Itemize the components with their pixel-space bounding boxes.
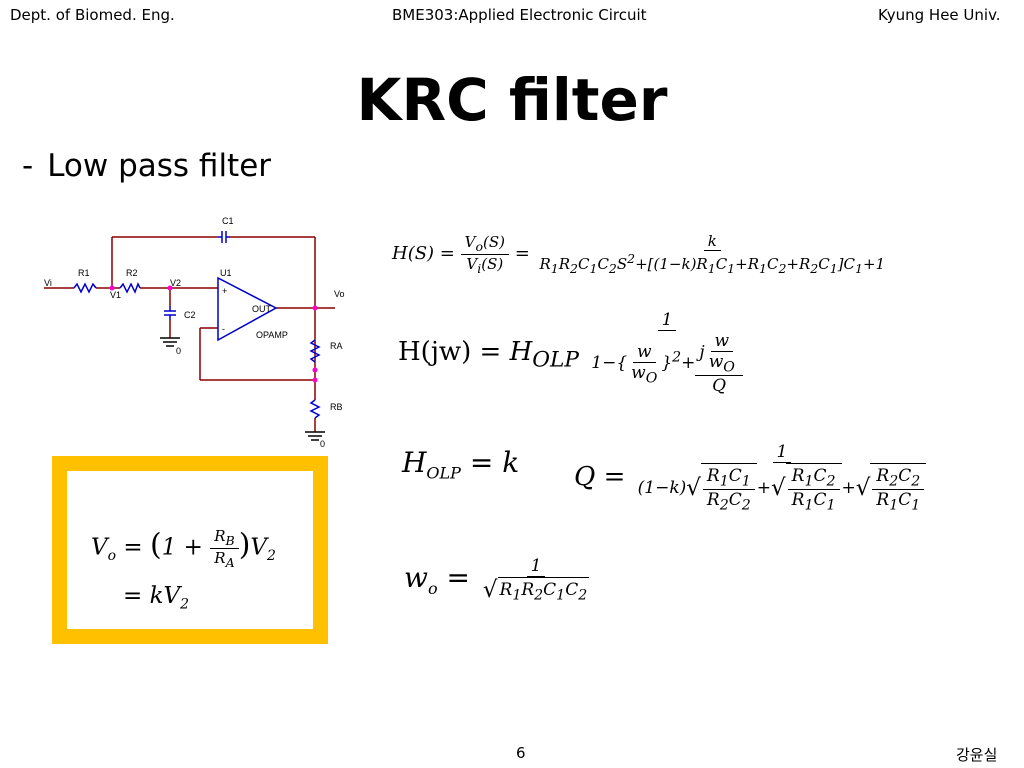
bullet-dash: - <box>22 148 34 184</box>
label-u1: U1 <box>220 268 232 278</box>
resistor-ra <box>309 339 321 363</box>
label-rb: RB <box>330 402 343 412</box>
label-c1: C1 <box>222 216 234 226</box>
label-r1: R1 <box>78 268 90 278</box>
page-number: 6 <box>516 744 526 762</box>
equation-holp: HOLP = k <box>402 446 520 483</box>
label-r2: R2 <box>126 268 138 278</box>
resistor-r1 <box>73 282 97 294</box>
label-ra: RA <box>330 341 343 351</box>
equation-wo: wo = 1√R1R2C1C2 <box>404 556 590 604</box>
label-plus: + <box>222 286 227 296</box>
label-opamp: OPAMP <box>256 330 288 340</box>
bullet-text: Low pass filter <box>47 148 272 184</box>
resistor-rb <box>309 399 321 419</box>
header-university: Kyung Hee Univ. <box>878 6 1001 24</box>
footer-author: 강윤실 <box>956 746 998 764</box>
label-minus: - <box>222 324 225 334</box>
circuit-wires <box>44 236 335 432</box>
opamp-triangle <box>217 276 278 342</box>
label-ground-2: 0 <box>320 439 325 449</box>
circuit-nodes <box>109 285 318 383</box>
circuit-components <box>73 231 321 419</box>
label-v1: V1 <box>110 290 121 300</box>
ground-symbols <box>160 337 325 441</box>
resistor-r2 <box>119 282 141 294</box>
label-out: OUT <box>252 304 272 314</box>
label-c2: C2 <box>184 310 196 320</box>
label-vo: Vo <box>334 289 345 299</box>
header-department: Dept. of Biomed. Eng. <box>10 6 175 24</box>
label-v2: V2 <box>170 278 181 288</box>
bullet-item: -Low pass filter <box>22 148 271 184</box>
header-course: BME303:Applied Electronic Circuit <box>392 6 647 24</box>
equation-vo-line2: = kV2 <box>123 583 190 613</box>
label-vi: Vi <box>44 278 52 288</box>
slide-title: KRC filter <box>356 66 668 134</box>
label-ground-1: 0 <box>176 346 181 356</box>
